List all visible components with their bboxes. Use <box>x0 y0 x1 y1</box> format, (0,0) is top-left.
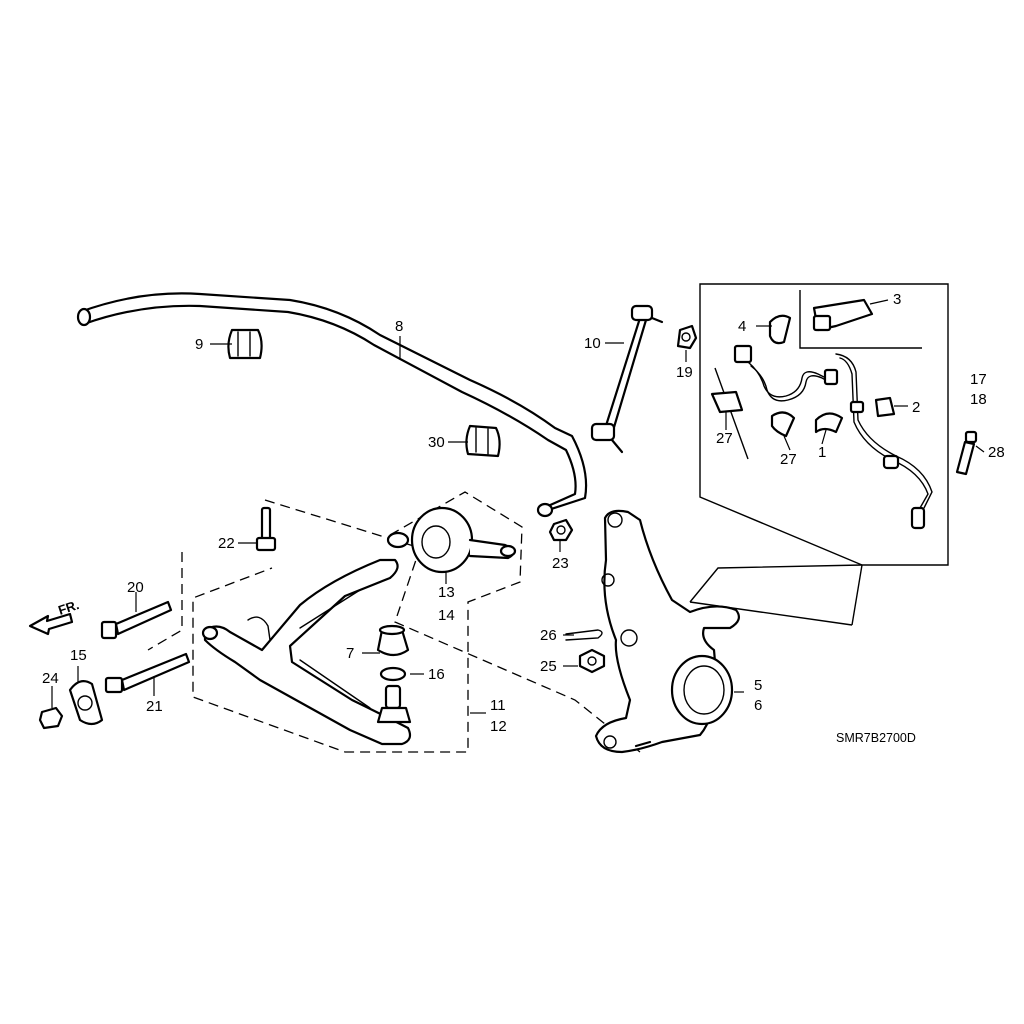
callout-21: 21 <box>146 698 163 715</box>
callout-11: 11 <box>490 697 506 714</box>
nut-24 <box>38 706 64 730</box>
front-direction-arrow <box>28 612 74 636</box>
callout-15: 15 <box>70 647 87 664</box>
steering-knuckle <box>594 509 740 754</box>
callout-1: 1 <box>818 444 826 461</box>
callout-30: 30 <box>428 434 445 451</box>
harness-clip-2 <box>874 396 896 418</box>
callout-16: 16 <box>428 666 445 683</box>
callout-12: 12 <box>490 718 507 735</box>
callout-18: 18 <box>970 391 987 408</box>
callout-9: 9 <box>195 336 203 353</box>
adjusting-cam-15 <box>68 679 104 726</box>
callout-8: 8 <box>395 318 403 335</box>
callout-27a: 27 <box>716 430 733 447</box>
harness-clip-4 <box>768 314 792 345</box>
callout-28: 28 <box>988 444 1005 461</box>
self-locking-nut-23 <box>548 518 574 542</box>
callout-2: 2 <box>912 399 920 416</box>
callout-3: 3 <box>893 291 901 308</box>
callout-17: 17 <box>970 371 987 388</box>
callout-4: 4 <box>738 318 746 335</box>
front-direction-label: FR. <box>56 597 81 618</box>
harness-clip-1 <box>814 412 844 434</box>
callout-19: 19 <box>676 364 693 381</box>
adjusting-bolt-21 <box>104 652 191 694</box>
stabilizer-bushing-lower <box>465 424 501 458</box>
harness-bracket-3 <box>812 298 874 332</box>
callout-23: 23 <box>552 555 569 572</box>
ball-joint <box>376 684 412 724</box>
ball-joint-boot <box>376 624 410 657</box>
abs-wheel-sensor-harness <box>733 344 933 530</box>
castle-nut <box>578 648 606 674</box>
callout-26: 26 <box>540 627 557 644</box>
callout-10: 10 <box>584 335 601 352</box>
callout-13: 13 <box>438 584 455 601</box>
flange-bolt-28 <box>955 430 978 476</box>
stabilizer-link <box>590 304 664 454</box>
lower-arm <box>201 558 412 746</box>
callout-7: 7 <box>346 645 354 662</box>
callout-14: 14 <box>438 607 455 624</box>
callout-leaders <box>51 299 985 714</box>
adjusting-bolt-20 <box>100 600 173 640</box>
callout-25: 25 <box>540 658 557 675</box>
flange-bolt-22 <box>255 506 277 552</box>
stabilizer-bar <box>76 292 588 518</box>
diagram-code: SMR7B2700D <box>836 731 916 745</box>
callout-22: 22 <box>218 535 235 552</box>
harness-clip-27a <box>710 390 744 414</box>
harness-clip-27b <box>770 411 796 438</box>
ball-joint-clip <box>379 666 407 682</box>
callout-20: 20 <box>127 579 144 596</box>
group-outline-lower-arm <box>147 491 641 753</box>
callout-24: 24 <box>42 670 59 687</box>
cotter-pin <box>565 629 603 641</box>
stabilizer-bushing-upper <box>227 328 263 360</box>
compliance-bushing <box>386 506 517 574</box>
callout-5: 5 <box>754 677 762 694</box>
callout-6: 6 <box>754 697 762 714</box>
self-locking-nut-19 <box>676 324 698 350</box>
callout-labels: 1 2 3 4 5 6 7 8 9 10 11 12 13 14 15 16 1… <box>42 291 1005 735</box>
callout-27b: 27 <box>780 451 797 468</box>
